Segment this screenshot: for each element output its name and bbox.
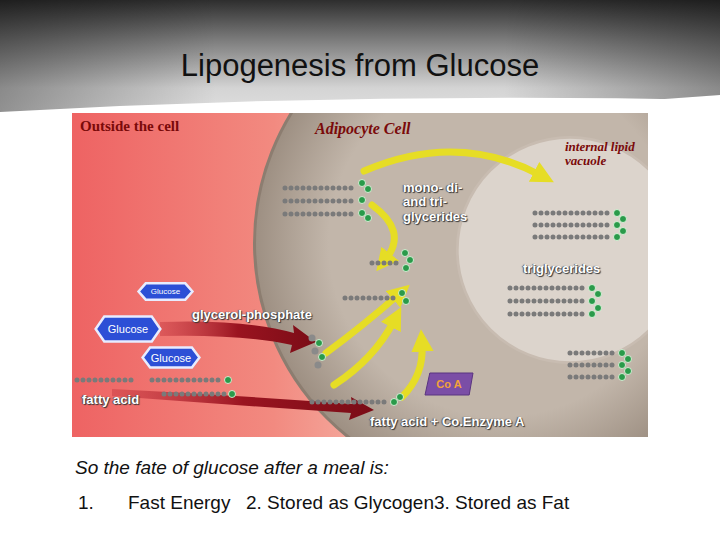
list-item: 2. Stored as Glycogen [246,492,434,514]
node-label: internal lipid vacuole [565,140,643,167]
vacuole-circle [457,137,648,362]
cell-circle [255,113,649,437]
hexagon-shape [143,347,200,367]
hexagon-shape [96,317,161,342]
list-item: Fast Energy [128,492,230,514]
glucose-hexagon: Glucose [138,283,193,300]
vacuole-outline [455,135,648,365]
molecule-label: fatty acid + Co.Enzyme A [370,415,524,429]
molecule-label: fatty acid [82,393,139,407]
region-label: Outside the cell [80,119,179,135]
node-label: Glucose [151,287,180,296]
glucose-hexagon: Glucose [95,316,161,342]
glucose-hexagon: Glucose [142,347,200,368]
hexagon-shape [139,283,193,299]
molecule-label: mono- di- and tri- glycerides [403,181,469,224]
caption-text: So the fate of glucose after a meal is: [75,457,389,479]
illustration-frame: Adipocyte Cell internal lipid vacuole Co A… [72,113,648,437]
list-number: 1. [78,492,94,514]
node-label: Glucose [108,323,148,335]
list-item: 3. Stored as Fat [434,492,569,514]
node-label: Co A [436,378,461,390]
molecule-label: triglycerides [523,262,600,276]
slide-title: Lipogenesis from Glucose [0,48,720,84]
node-label: Glucose [151,352,191,364]
coenzyme-a: Co A [425,373,473,395]
molecule-label: glycerol-phosphate [192,308,312,322]
node-label: Adipocyte Cell [315,121,515,138]
coa-shape [425,373,473,395]
lipid-vacuole: internal lipid vacuole [455,135,648,365]
